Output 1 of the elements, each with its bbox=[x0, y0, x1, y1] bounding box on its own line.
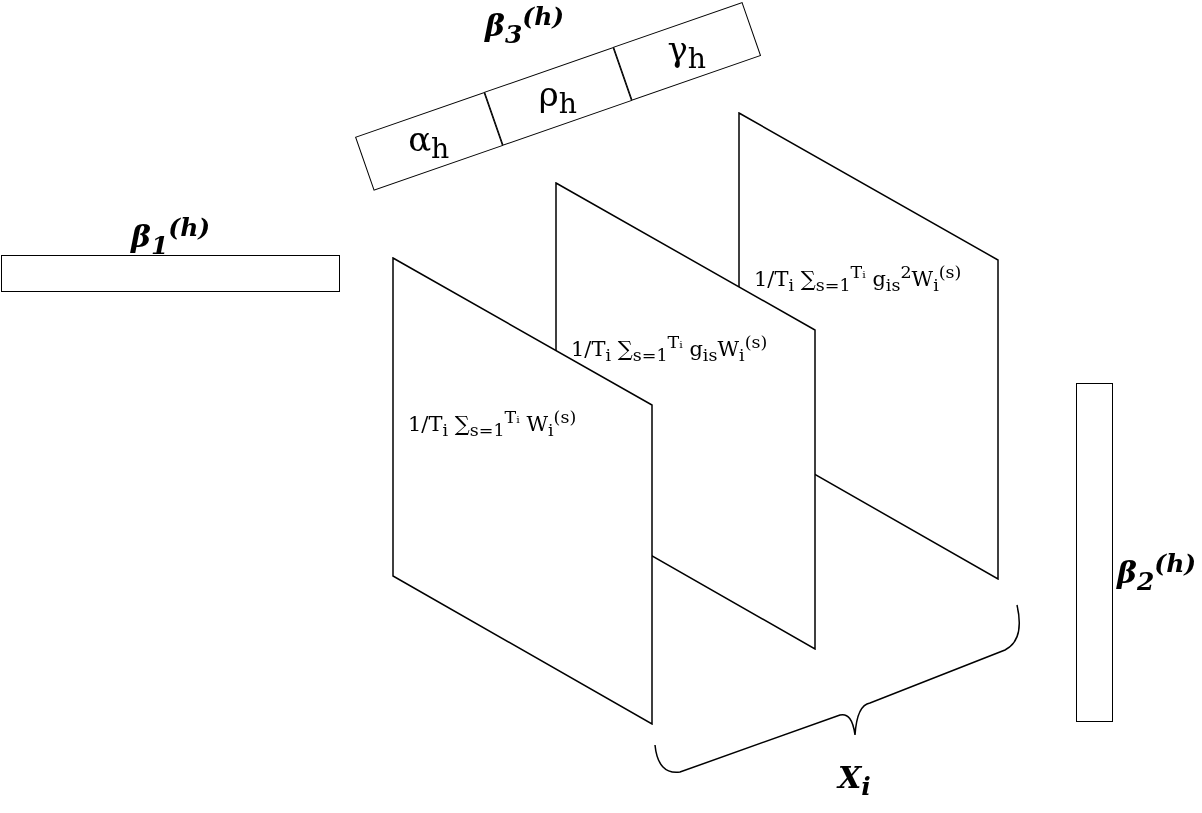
brace-label: X$_{i}$ bbox=[838, 760, 871, 801]
